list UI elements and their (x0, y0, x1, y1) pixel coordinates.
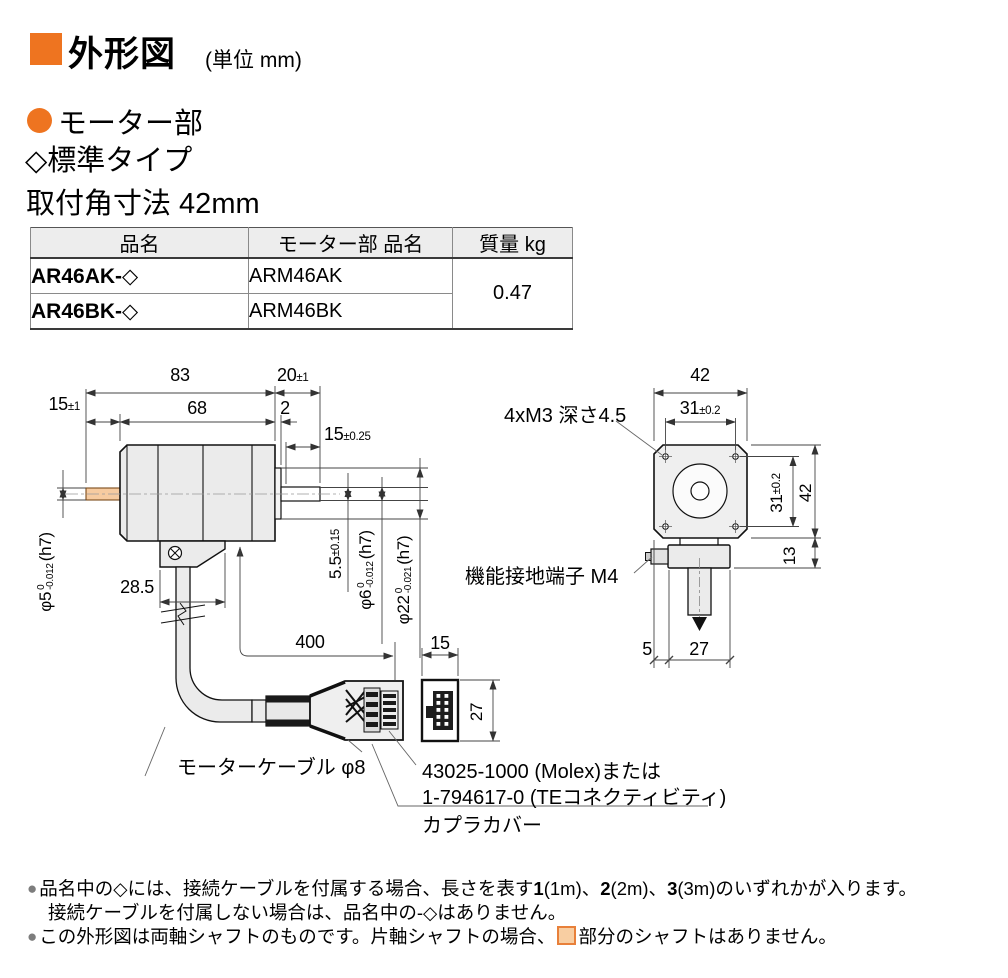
note-cable-length-2: 接続ケーブルを付属しない場合は、品名中の-◇はありません。 (48, 902, 567, 923)
label-coupler-cover: カプラカバー (422, 815, 542, 837)
motor-part-name: ARM46AK (248, 258, 453, 294)
motor-part-name: ARM46BK (248, 293, 453, 329)
shaft-highlight-legend-icon (557, 926, 577, 945)
dim-13: 13 (780, 546, 799, 566)
dim-28-5: 28.5 (120, 577, 154, 597)
dim-42-top: 42 (690, 365, 710, 385)
dim-15-right: 15±0.25 (324, 424, 371, 444)
dim-42-right: 42 (796, 483, 815, 503)
footnotes: ● 品名中の◇には、接続ケーブルを付属する場合、長さを表す1(1m)、2(2m)… (27, 877, 992, 949)
table-row: AR46AK-◇ ARM46AK 0.47 (30, 258, 573, 329)
col-header-mass: 質量 kg (452, 227, 573, 259)
dim-400: 400 (295, 632, 325, 652)
dimension-lines (57, 386, 821, 742)
label-connector-molex: 43025-1000 (Molex)または (422, 761, 661, 783)
note-double-shaft: ● この外形図は両軸シャフトのものです。片軸シャフトの場合、部分のシャフトはあり… (27, 926, 837, 947)
mass-value: 0.47 (452, 258, 573, 329)
section-motor-part: モーター部 (58, 108, 204, 140)
note-bullet-icon: ● (27, 927, 38, 946)
note-bullet-icon: ● (27, 879, 38, 898)
dim-27-bottom: 27 (689, 639, 709, 659)
note-cable-length: ● 品名中の◇には、接続ケーブルを付属する場合、長さを表す1(1m)、2(2m)… (27, 878, 918, 899)
dim-5-5: 5.5±0.15 (326, 529, 345, 579)
orange-bullet-icon (27, 108, 52, 133)
section-mount-size: 取付角寸法 42mm (26, 188, 260, 220)
product-name: AR46AK-◇ (30, 258, 249, 294)
unit-note: (単位 mm) (205, 49, 302, 72)
dim-2: 2 (280, 398, 290, 418)
dim-68: 68 (187, 398, 207, 418)
dim-5-bottom: 5 (642, 639, 652, 659)
dim-15-left: 15±1 (48, 394, 80, 414)
leader-lines (144, 420, 708, 807)
orange-square-icon (30, 33, 62, 65)
dim-20: 20±1 (277, 365, 309, 385)
dim-27-connector: 27 (467, 702, 486, 722)
section-standard-type: ◇標準タイプ (25, 145, 193, 177)
col-header-motor: モーター部 品名 (248, 227, 453, 259)
dim-31-right: 31±0.2 (767, 473, 786, 513)
motor-side-view (66, 444, 404, 741)
col-header-product: 品名 (30, 227, 249, 259)
connector-end-view (420, 678, 460, 743)
table-row: AR46BK-◇ ARM46BK (30, 293, 573, 329)
motor-front-view (645, 444, 748, 631)
spec-table: 品名 モーター部 品名 質量 kg AR46AK-◇ ARM46AK 0.47 … (30, 227, 573, 330)
page-title: 外形図 (68, 35, 177, 74)
dim-31-top: 31±0.2 (679, 398, 721, 418)
dim-15-connector: 15 (430, 633, 450, 653)
label-m3-holes: 4xM3 深さ4.5 (504, 405, 627, 427)
table-header-row: 品名 モーター部 品名 質量 kg (30, 227, 573, 259)
label-motor-cable: モーターケーブル φ8 (177, 757, 366, 779)
motor-cable (175, 566, 253, 723)
label-connector-te: 1-794617-0 (TEコネクティビティ) (422, 787, 727, 809)
label-ground-terminal: 機能接地端子 M4 (465, 566, 619, 588)
dim-83: 83 (170, 365, 190, 385)
product-name: AR46BK-◇ (30, 293, 249, 329)
